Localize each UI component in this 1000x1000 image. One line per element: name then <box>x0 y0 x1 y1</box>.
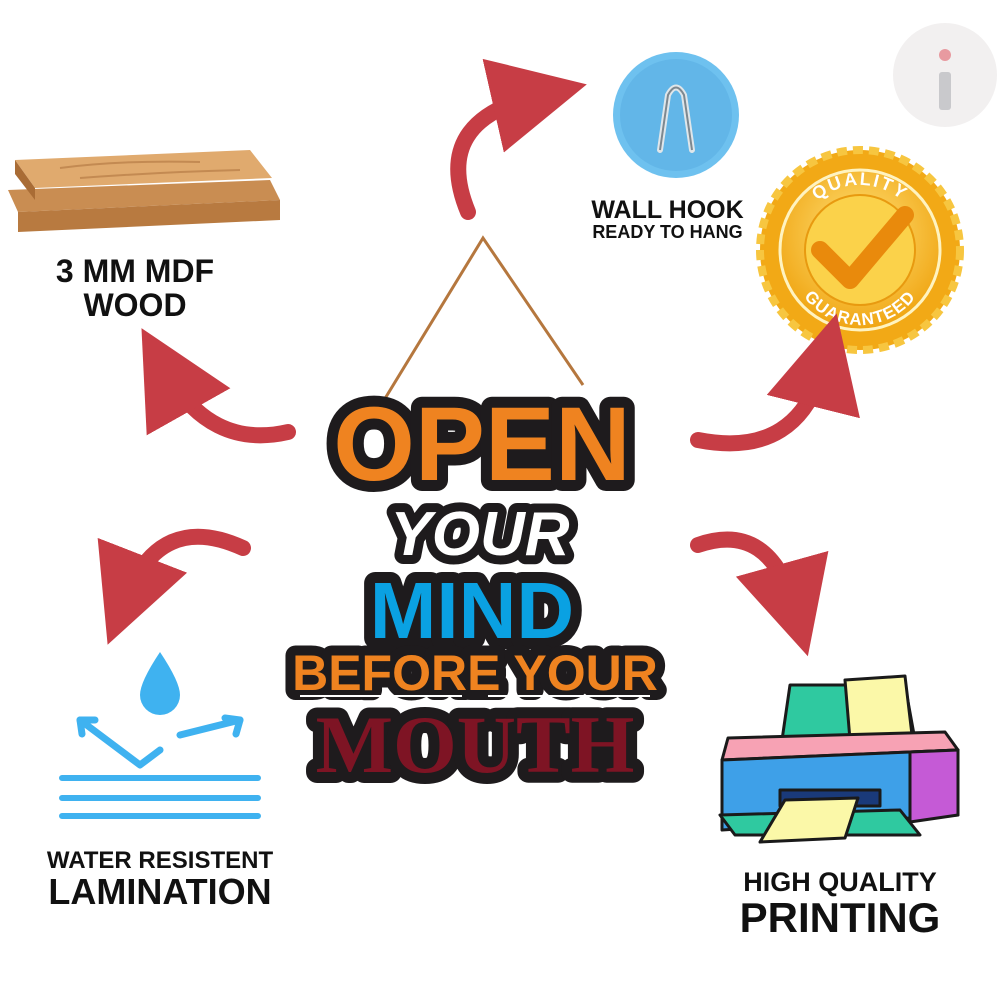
wood-label: 3 MM MDF WOOD <box>10 253 260 323</box>
hook-label: WALL HOOK READY TO HANG <box>570 197 765 242</box>
water-label: WATER RESISTENT LAMINATION <box>20 848 300 911</box>
water-label-line2: LAMINATION <box>48 871 272 913</box>
printing-label: HIGH QUALITY PRINTING <box>710 868 970 940</box>
sign-line-mind: MIND <box>370 566 574 655</box>
wall-hook-icon <box>613 52 739 178</box>
water-resistant-icon <box>59 652 261 819</box>
product-sign: OPEN YOUR MIND BEFORE YOUR MOUTH <box>282 235 668 801</box>
printer-icon <box>718 674 960 844</box>
sign-line-mouth: MOUTH <box>316 699 635 790</box>
hook-label-line2: READY TO HANG <box>592 222 743 243</box>
wood-label-line2: WOOD <box>83 286 187 323</box>
printing-label-line2: PRINTING <box>739 894 941 942</box>
arrow-top <box>450 58 587 220</box>
arrow-left-upper <box>141 328 296 444</box>
arrow-left-lower <box>97 528 251 645</box>
arrow-right-upper <box>690 313 860 452</box>
cycle-arrows <box>97 58 860 657</box>
wood-label-line1: 3 MM MDF <box>55 253 215 289</box>
sign-line-open: OPEN <box>333 386 631 503</box>
hanging-string <box>376 235 585 411</box>
hook-label-line1: WALL HOOK <box>591 196 744 224</box>
brand-logo <box>893 23 997 127</box>
printing-label-line1: HIGH QUALITY <box>743 867 937 897</box>
arrow-right-lower <box>690 531 829 657</box>
wood-planks-icon <box>8 150 280 232</box>
sign-line-your: YOUR <box>390 500 569 569</box>
sign-line-before-your: BEFORE YOUR <box>292 645 658 701</box>
quality-guaranteed-badge: QUALITY GUARANTEED <box>756 146 964 354</box>
water-label-line1: WATER RESISTENT <box>46 847 274 874</box>
